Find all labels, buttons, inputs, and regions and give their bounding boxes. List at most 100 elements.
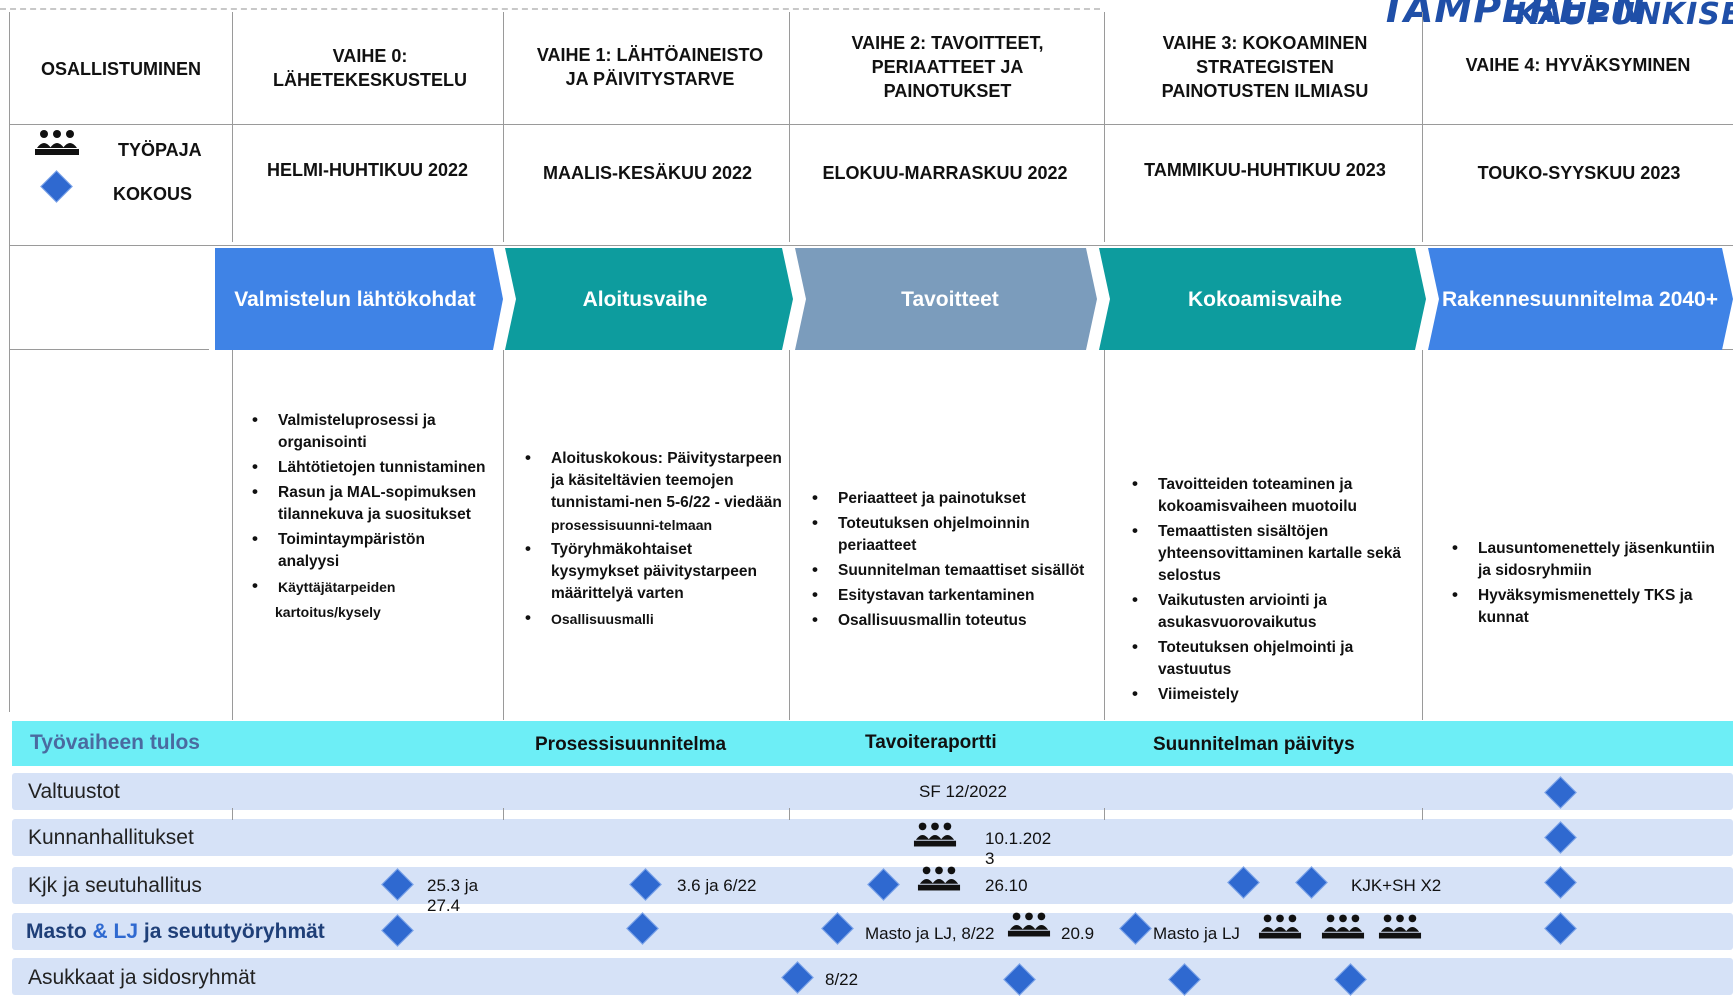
logo: TAMPEREEN KAUPUNKISEUTU <box>1380 0 1733 34</box>
row-label-valtuustot: Valtuustot <box>28 780 120 803</box>
grid-line <box>9 349 209 350</box>
task-item: Aloituskokous: Päivitystarpeen ja käsite… <box>513 447 783 514</box>
task-item: Toteutuksen ohjelmointi ja vastuutus <box>1120 636 1420 681</box>
legend-workshop-label: TYÖPAJA <box>118 140 202 160</box>
grid-line <box>503 350 504 720</box>
task-item: Vaikutusten arviointi ja asukasvuorovaik… <box>1120 589 1420 634</box>
grid-line <box>1422 12 1423 242</box>
stage-label-4: Rakennesuunnitelma 2040+ <box>1441 288 1719 311</box>
workshop-icon <box>1378 912 1422 942</box>
grid-line <box>789 12 790 242</box>
top-divider <box>0 8 1100 10</box>
result-phase2: Tavoiteraportti <box>865 732 997 753</box>
header-phase2: VAIHE 2: TAVOITTEET, PERIAATTEET JA PAIN… <box>851 33 1044 101</box>
task-item: Osallisuusmallin toteutus <box>800 609 1100 632</box>
task-item: Suunnitelman temaattiset sisällöt <box>800 559 1100 582</box>
row-label-asukkaat: Asukkaat ja sidosryhmät <box>28 966 256 989</box>
task-item: Osallisuusmalli <box>513 607 783 630</box>
legend-meeting-label: KOKOUS <box>113 184 193 204</box>
grid-tick <box>232 808 233 820</box>
workshop-icon <box>917 864 961 894</box>
stage-label-3: Kokoamisvaihe <box>1187 288 1343 311</box>
workshop-icon <box>1007 910 1051 940</box>
task-item: Toteutuksen ohjelmoinnin periaatteet <box>800 512 1100 557</box>
stage-label-1: Aloitusvaihe <box>582 288 708 311</box>
row-label-masto-part3: ja seututyöryhmät <box>143 920 325 943</box>
grid-tick <box>1104 808 1105 820</box>
grid-line <box>9 124 1733 125</box>
task-item: Valmisteluprosessi ja organisointi <box>240 409 490 454</box>
grid-line <box>232 350 233 720</box>
row-bar <box>12 819 1733 856</box>
grid-line <box>9 12 10 712</box>
note-kjk-4: KJK+SH X2 <box>1351 876 1442 895</box>
task-item: Toimintaympäristön analyysi <box>240 528 490 573</box>
meeting-icon <box>40 170 73 203</box>
header-phase4: VAIHE 4: HYVÄKSYMINEN <box>1465 55 1691 75</box>
result-label: Työvaiheen tulos <box>30 731 200 754</box>
row-label-kunnanhallitukset: Kunnanhallitukset <box>28 826 194 849</box>
date-phase0: HELMI-HUHTIKUU 2022 <box>266 160 469 180</box>
task-item: Viimeistely <box>1120 683 1420 706</box>
note-kjk-3: 26.10 <box>985 876 1028 895</box>
tasks-phase0: Valmisteluprosessi ja organisointi Lähtö… <box>240 409 490 626</box>
tasks-phase2: Periaatteet ja painotukset Toteutuksen o… <box>800 487 1100 635</box>
note-kunnanhallitukset: 10.1.202 3 <box>985 829 1052 868</box>
stage-label-2: Tavoitteet <box>901 288 999 311</box>
row-label-masto: Masto & LJ ja seututyöryhmät <box>26 920 325 944</box>
task-item-cont: kartoitus/kysely <box>275 604 381 620</box>
grid-tick <box>789 808 790 820</box>
task-item: Tavoitteiden toteaminen ja kokoamisvaihe… <box>1120 473 1420 518</box>
logo-line2: KAUPUNKISEUTU <box>1515 0 1733 32</box>
note-masto-3: Masto ja LJ <box>1153 924 1240 943</box>
result-bar <box>12 721 1733 766</box>
task-item: Hyväksymismenettely TKS ja kunnat <box>1440 584 1720 629</box>
header-phase1: VAIHE 1: LÄHTÖAINEISTO JA PÄIVITYSTARVE <box>536 45 764 89</box>
row-label-masto-amp: & <box>92 920 108 943</box>
grid-tick <box>503 808 504 820</box>
stage-arrow-4 <box>1428 248 1733 350</box>
row-bar <box>12 773 1733 810</box>
grid-line <box>503 12 504 242</box>
task-item: Lausuntomenettely jäsenkuntiin ja sidosr… <box>1440 537 1720 582</box>
stage-chevrons <box>215 248 1733 350</box>
tasks-phase3: Tavoitteiden toteaminen ja kokoamisvaihe… <box>1120 473 1420 709</box>
task-item: Periaatteet ja painotukset <box>800 487 1100 510</box>
stage-arrow-2 <box>795 248 1097 350</box>
stage-arrow-1 <box>505 248 793 350</box>
date-phase2: ELOKUU-MARRASKUU 2022 <box>822 162 1068 183</box>
header-participation: OSALLISTUMINEN <box>41 59 201 79</box>
date-phase3: TAMMIKUU-HUHTIKUU 2023 <box>1144 160 1386 180</box>
task-item: Temaattisten sisältöjen yhteensovittamin… <box>1120 520 1420 587</box>
task-item: Esitystavan tarkentaminen <box>800 584 1100 607</box>
row-label-kjk: Kjk ja seutuhallitus <box>28 874 202 897</box>
grid-line <box>9 245 1733 246</box>
grid-tick <box>1422 808 1423 820</box>
row-label-masto-part2: LJ <box>113 920 139 943</box>
tasks-phase1: Aloituskokous: Päivitystarpeen ja käsite… <box>513 447 783 633</box>
result-phase1: Prosessisuunnitelma <box>535 734 727 755</box>
task-item-cont: prosessisuunni-telmaan <box>551 517 713 533</box>
result-phase3: Suunnitelman päivitys <box>1153 734 1355 755</box>
workshop-icon <box>1321 912 1365 942</box>
grid-line <box>789 350 790 720</box>
stage-arrow-0 <box>215 248 503 350</box>
task-item: Lähtötietojen tunnistaminen <box>240 456 490 479</box>
stage-label-0: Valmistelun lähtökohdat <box>234 288 476 311</box>
row-label-masto-part1: Masto <box>26 920 87 943</box>
note-asukkaat: 8/22 <box>825 970 859 989</box>
grid-line <box>1104 12 1105 242</box>
stage-arrow-3 <box>1099 248 1426 350</box>
note-kjk-2: 3.6 ja 6/22 <box>677 876 757 895</box>
grid-line <box>1104 350 1105 720</box>
grid-line <box>1422 350 1423 720</box>
note-valtuustot: SF 12/2022 <box>919 782 1007 801</box>
header-phase3: VAIHE 3: KOKOAMINEN STRATEGISTEN PAINOTU… <box>1161 33 1369 101</box>
date-phase4: TOUKO-SYYSKUU 2023 <box>1477 162 1681 183</box>
task-item: Rasun ja MAL-sopimuksen tilannekuva ja s… <box>240 481 490 526</box>
task-item: Työryhmäkohtaiset kysymykset päivitystar… <box>513 538 783 605</box>
date-phase1: MAALIS-KESÄKUU 2022 <box>542 162 753 183</box>
workshop-icon <box>34 128 80 158</box>
note-kjk-1: 25.3 ja 27.4 <box>427 876 479 915</box>
note-masto-2: 20.9 <box>1061 924 1095 943</box>
